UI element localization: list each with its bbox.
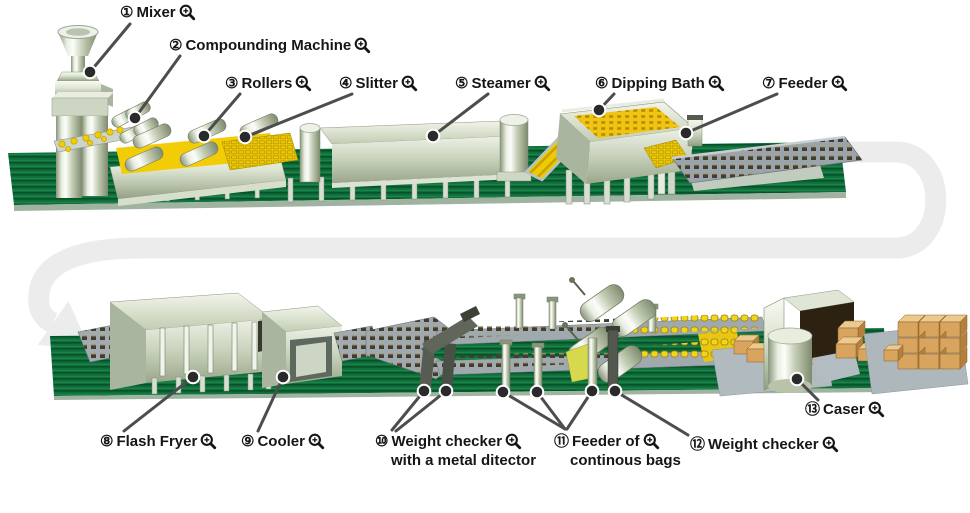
label-text-line2: with a metal ditector — [391, 452, 537, 469]
label-text: Cooler — [257, 433, 305, 450]
label-text: Weight checker — [391, 433, 503, 450]
zoom-icon[interactable] — [822, 436, 839, 453]
label-text: Slitter — [355, 75, 398, 92]
zoom-icon[interactable] — [708, 75, 725, 92]
label-number: ⑪ — [554, 433, 570, 450]
label-number: ⑫ — [690, 436, 706, 453]
label-text: Feeder of — [572, 433, 640, 450]
bag-feeder-machine — [562, 277, 657, 391]
pallet-box-stack — [883, 314, 968, 370]
zoom-icon[interactable] — [200, 433, 217, 450]
label-text-line2: continous bags — [570, 452, 681, 469]
label-number: ⑤ — [455, 75, 469, 92]
zoom-icon[interactable] — [401, 75, 418, 92]
lower-lane-bags — [640, 341, 718, 362]
label-number: ⑦ — [762, 75, 776, 92]
label-number: ⑬ — [805, 401, 821, 418]
zoom-icon[interactable] — [505, 433, 522, 450]
zoom-icon[interactable] — [308, 433, 325, 450]
zoom-icon[interactable] — [295, 75, 312, 92]
pallet-area — [863, 314, 969, 395]
label-text: Flash Fryer — [116, 433, 198, 450]
weight-checker-metal-detector — [419, 306, 480, 390]
label-text: Mixer — [136, 4, 176, 21]
label-number: ① — [120, 4, 134, 21]
label-text: Compounding Machine — [185, 37, 352, 54]
label-text: Steamer — [471, 75, 531, 92]
zoom-icon[interactable] — [534, 75, 551, 92]
label-number: ⑥ — [595, 75, 609, 92]
steamer-machine — [299, 114, 532, 188]
zoom-icon[interactable] — [868, 401, 885, 418]
label-number: ⑧ — [100, 433, 114, 450]
caser-machine — [763, 289, 860, 393]
zoom-icon[interactable] — [831, 75, 848, 92]
weight-checker-2 — [606, 326, 620, 391]
label-text: Rollers — [241, 75, 293, 92]
label-number: ③ — [225, 75, 239, 92]
feeder-machine — [671, 115, 863, 191]
leader-lines — [82, 22, 820, 437]
label-text: Feeder — [778, 75, 828, 92]
label-number: ② — [169, 37, 183, 54]
zoom-icon[interactable] — [643, 433, 660, 450]
cooler-machine — [261, 305, 343, 388]
label-text: Dipping Bath — [611, 75, 705, 92]
label-number: ⑨ — [241, 433, 255, 450]
zoom-icon[interactable] — [179, 4, 196, 21]
mixer-machine — [51, 25, 114, 198]
label-text: Weight checker — [708, 436, 819, 453]
label-number: ⑩ — [375, 433, 389, 450]
label-number: ④ — [339, 75, 353, 92]
label-text: Caser — [823, 401, 865, 418]
zoom-icon[interactable] — [354, 37, 371, 54]
